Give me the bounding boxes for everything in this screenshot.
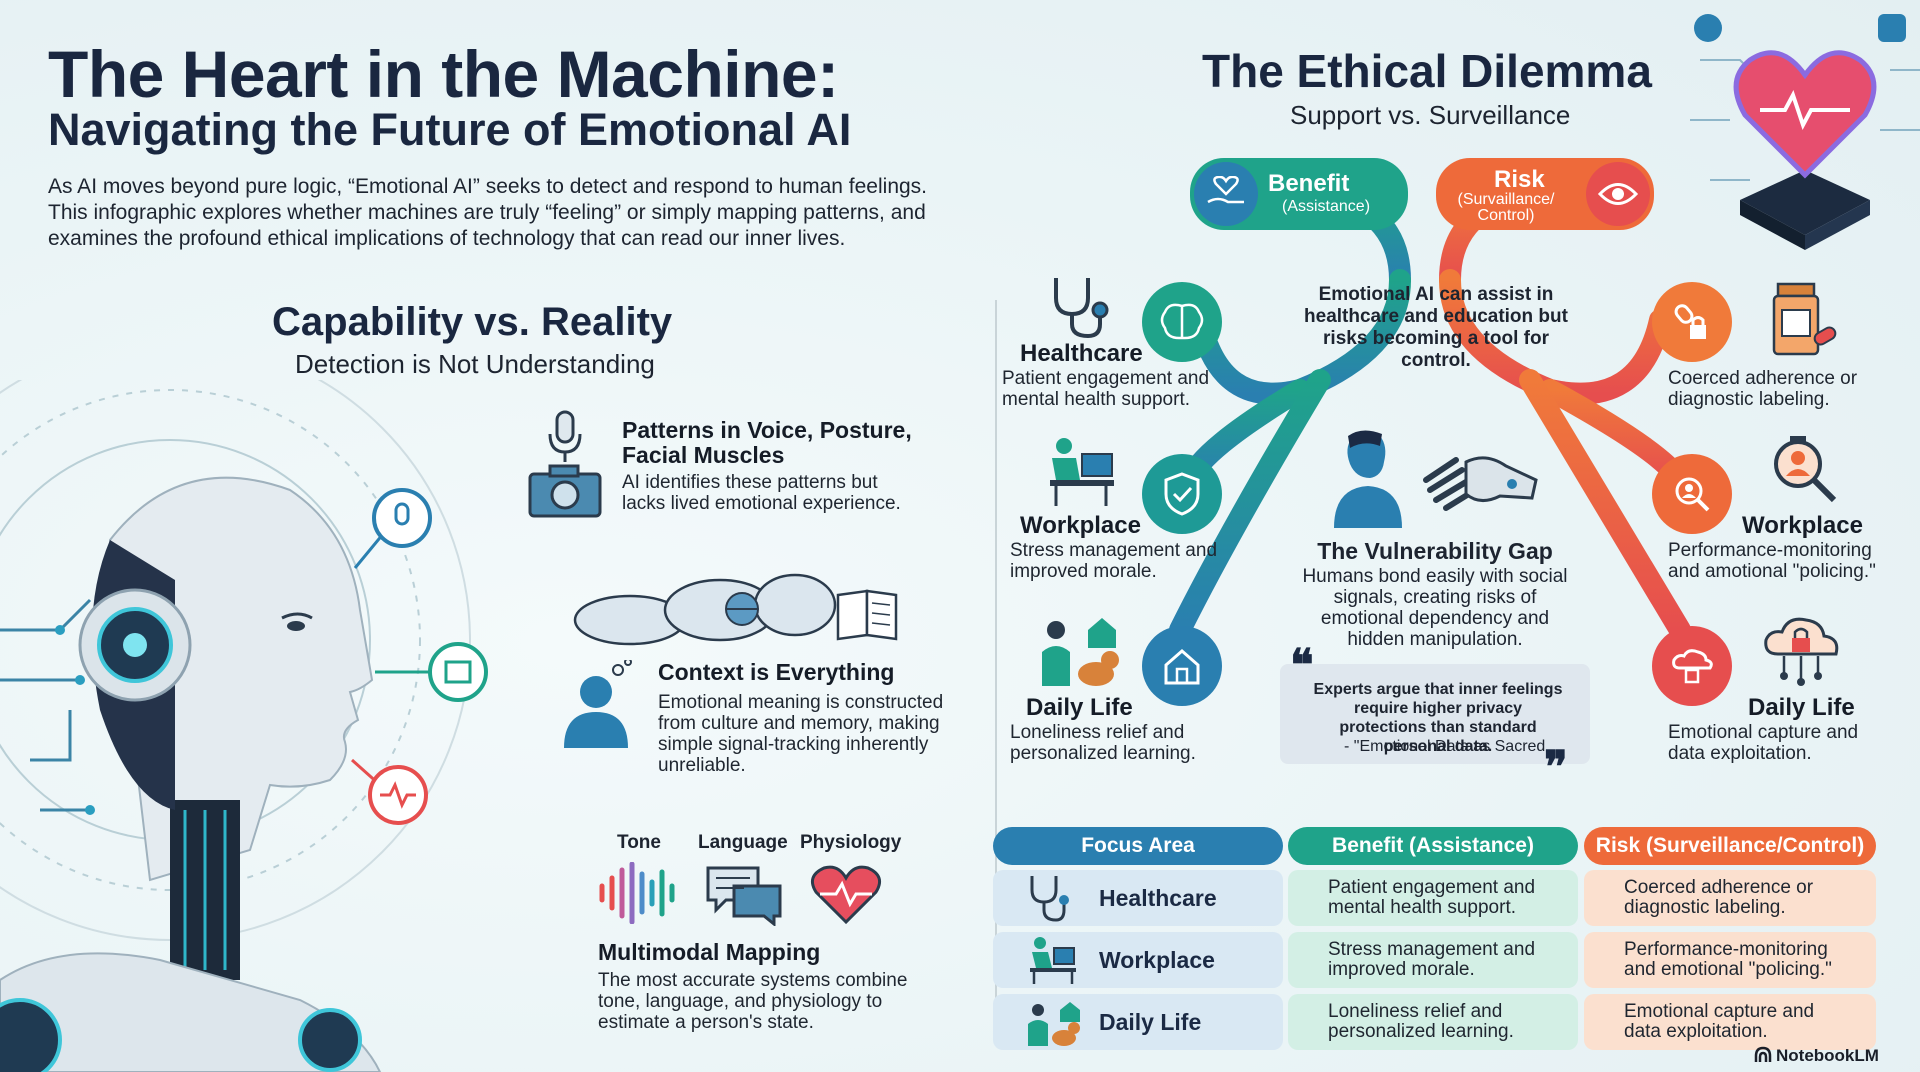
context-title: Context is Everything xyxy=(658,659,895,685)
table-benefit-text: Loneliness relief and personalized learn… xyxy=(1328,1001,1514,1042)
vulnerability-text: Humans bond easily with social signals, … xyxy=(1302,566,1568,650)
notebooklm-logo-icon xyxy=(1754,1046,1772,1069)
table-cell-area: Healthcare xyxy=(993,870,1283,926)
modality-language-label: Language xyxy=(698,832,788,853)
benefit-dailylife-title: Daily Life xyxy=(1026,694,1133,721)
benefit-label: Benefit xyxy=(1268,170,1350,197)
table-cell-benefit: Loneliness relief and personalized learn… xyxy=(1288,994,1578,1050)
multimodal-text: The most accurate systems combine tone, … xyxy=(598,970,908,1033)
open-quote-icon: ❝ xyxy=(1290,641,1314,690)
table-benefit-text: Stress management and improved morale. xyxy=(1328,939,1536,980)
risk-sublabel: (Survaillance/ Control) xyxy=(1457,191,1555,224)
risk-pill: Risk (Survaillance/ Control) xyxy=(1436,158,1654,230)
robot-hand-icon xyxy=(1423,456,1538,511)
intro-paragraph: As AI moves beyond pure logic, “Emotiona… xyxy=(48,175,928,250)
thought-clouds-icon xyxy=(573,573,898,646)
ethics-title: The Ethical Dilemma xyxy=(1202,45,1652,97)
benefit-healthcare-title: Healthcare xyxy=(1020,340,1143,367)
brain-icon xyxy=(1142,282,1222,362)
quote-text: Experts argue that inner feelings requir… xyxy=(1313,681,1563,755)
table-risk-text: Coerced adherence or diagnostic labeling… xyxy=(1624,877,1814,918)
benefit-workplace-title: Workplace xyxy=(1020,512,1141,539)
benefit-pill: Benefit (Assistance) xyxy=(1190,158,1408,230)
benefit-healthcare-text: Patient engagement and mental health sup… xyxy=(1002,368,1210,410)
table-cell-risk: Performance-monitoring and emotional "po… xyxy=(1584,932,1876,988)
heart-chip-illustration xyxy=(1690,14,1920,250)
magnifier-person-icon xyxy=(1652,454,1732,534)
patterns-title: Patterns in Voice, Posture, Facial Muscl… xyxy=(622,417,912,468)
stethoscope-icon xyxy=(1054,278,1109,339)
chat-bubbles-icon xyxy=(706,866,782,926)
table-cell-risk: Coerced adherence or diagnostic labeling… xyxy=(1584,870,1876,926)
ethics-subtitle: Support vs. Surveillance xyxy=(1290,100,1571,130)
risk-healthcare-text: Coerced adherence or diagnostic labeling… xyxy=(1668,368,1858,410)
patterns-text: AI identifies these patterns but lacks l… xyxy=(622,472,901,514)
stethoscope-icon xyxy=(1030,876,1069,922)
multimodal-title: Multimodal Mapping xyxy=(598,939,821,965)
person-pet-icon xyxy=(1042,618,1119,686)
risk-label: Risk xyxy=(1494,166,1545,193)
table-area-healthcare: Healthcare xyxy=(1099,885,1217,911)
hand-heart-icon xyxy=(1194,162,1258,226)
table-area-dailylife: Daily Life xyxy=(1099,1009,1202,1035)
capability-title: Capability vs. Reality xyxy=(272,300,673,344)
person-silhouette-icon xyxy=(1334,430,1402,528)
monitoring-icon xyxy=(1774,436,1837,503)
risk-workplace-title: Workplace xyxy=(1742,512,1863,539)
cloud-lock-icon xyxy=(1764,617,1839,686)
table-area-workplace: Workplace xyxy=(1099,947,1215,973)
table-header-risk: Risk (Surveillance/Control) xyxy=(1584,827,1876,865)
context-text: Emotional meaning is constructed from cu… xyxy=(658,692,944,776)
table-risk-text: Emotional capture and data exploitation. xyxy=(1624,1001,1815,1042)
table-benefit-text: Patient engagement and mental health sup… xyxy=(1328,877,1536,918)
person-thinking-icon xyxy=(564,660,632,748)
camera-microphone-icon xyxy=(528,410,602,518)
chain-lock-icon xyxy=(1652,282,1732,362)
quote-box xyxy=(1280,664,1590,764)
modality-physiology-label: Physiology xyxy=(800,832,902,853)
benefit-sublabel: (Assistance) xyxy=(1282,198,1371,215)
capability-subtitle: Detection is Not Understanding xyxy=(295,349,655,379)
cloud-storage-icon xyxy=(1652,626,1732,706)
benefit-workplace-text: Stress management and improved morale. xyxy=(1010,540,1218,582)
notebooklm-brand: NotebookLM xyxy=(1776,1046,1879,1065)
table-header-benefit: Benefit (Assistance) xyxy=(1288,827,1578,865)
benefit-dailylife-text: Loneliness relief and personalized learn… xyxy=(1010,722,1196,764)
close-quote-icon: ❞ xyxy=(1544,743,1568,792)
face-scan-icon xyxy=(428,642,488,702)
sound-wave-icon xyxy=(599,862,675,924)
pill-bottle-icon xyxy=(1772,282,1837,356)
modality-tone-label: Tone xyxy=(617,832,661,853)
risk-dailylife-title: Daily Life xyxy=(1748,694,1855,721)
worker-desk-icon xyxy=(1050,438,1114,506)
worker-desk-icon xyxy=(1030,937,1076,984)
microphone-icon xyxy=(372,488,432,548)
table-cell-benefit: Stress management and improved morale. xyxy=(1288,932,1578,988)
home-icon xyxy=(1142,626,1222,706)
heart-pulse-icon xyxy=(810,865,882,925)
table-risk-text: Performance-monitoring and emotional "po… xyxy=(1624,939,1832,980)
table-cell-benefit: Patient engagement and mental health sup… xyxy=(1288,870,1578,926)
dilemma-center-text: Emotional AI can assist in healthcare an… xyxy=(1304,284,1568,371)
robot-illustration xyxy=(0,380,488,1072)
main-title: The Heart in the Machine: xyxy=(48,37,839,111)
shield-check-icon xyxy=(1142,454,1222,534)
eye-icon xyxy=(1586,162,1650,226)
quote-source: - "Emotional Data as Sacred xyxy=(1344,738,1546,755)
section-divider xyxy=(995,300,997,1035)
risk-workplace-text: Performance-monitoring and amotional "po… xyxy=(1668,540,1876,582)
person-pet-icon xyxy=(1028,1002,1080,1046)
risk-dailylife-text: Emotional capture and data exploitation. xyxy=(1668,722,1859,764)
vulnerability-title: The Vulnerability Gap xyxy=(1317,538,1553,564)
table-cell-risk: Emotional capture and data exploitation. xyxy=(1584,994,1876,1050)
main-subtitle: Navigating the Future of Emotional AI xyxy=(48,104,852,155)
table-header-focus: Focus Area xyxy=(993,827,1283,865)
